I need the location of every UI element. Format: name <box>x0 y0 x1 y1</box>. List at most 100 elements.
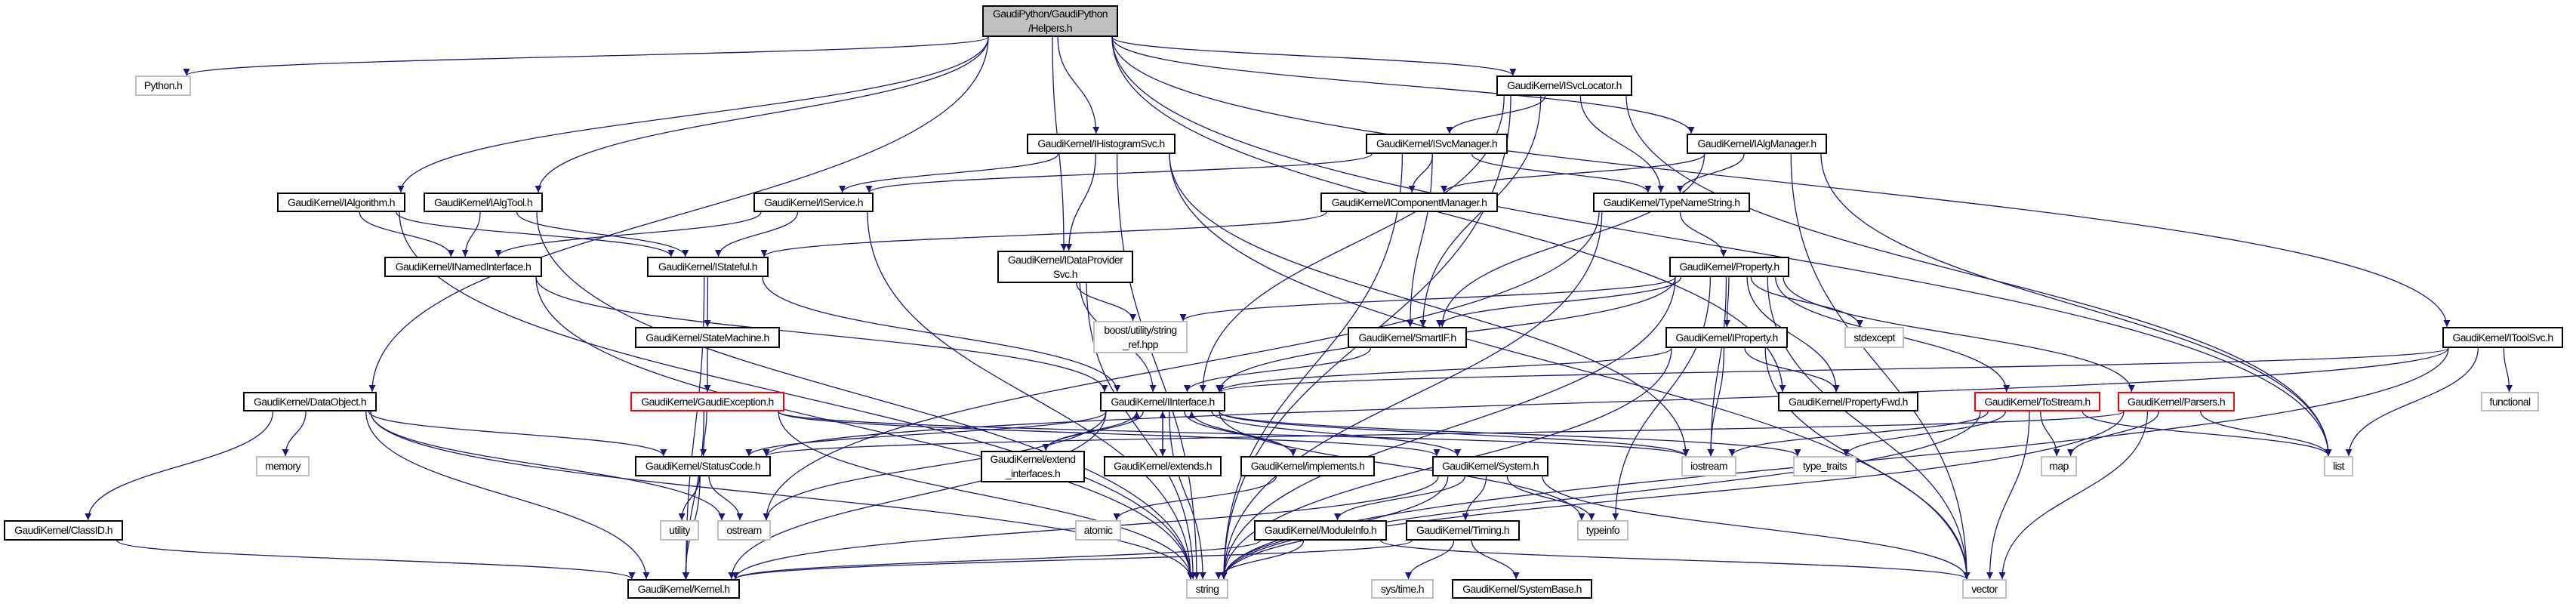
edge-iproperty-to-iostream <box>1707 347 1725 457</box>
edge-helpers-to-ihistogramsvc <box>1057 36 1100 134</box>
node-statemachine[interactable]: GaudiKernel/StateMachine.h <box>635 327 780 348</box>
node-propertyfwd[interactable]: GaudiKernel/PropertyFwd.h <box>1778 392 1918 411</box>
node-label: GaudiPython/GaudiPython <box>993 8 1108 20</box>
edge-iproperty-to-propertyfwd <box>1744 347 1840 393</box>
edge-itoolsvc-to-functional <box>2503 347 2513 393</box>
edge-tostream-to-list <box>2081 411 2332 457</box>
node-label: GaudiKernel/IToolSvc.h <box>2452 331 2553 344</box>
node-label: vector <box>1971 582 1998 595</box>
edge-timing-to-kernel <box>732 540 1413 580</box>
node-iproperty[interactable]: GaudiKernel/IProperty.h <box>1665 327 1788 348</box>
node-label: GaudiKernel/Timing.h <box>1416 524 1509 536</box>
node-dataobject[interactable]: GaudiKernel/DataObject.h <box>243 392 377 411</box>
edge-iinterface-to-ostream <box>763 411 1107 521</box>
node-itoolsvc[interactable]: GaudiKernel/IToolSvc.h <box>2442 327 2563 348</box>
node-property[interactable]: GaudiKernel/Property.h <box>1669 257 1789 277</box>
edge-isvcmanager-to-iservice <box>865 153 1373 193</box>
edge-isvcmanager-to-icomponentmanager <box>1408 153 1434 193</box>
node-label: GaudiKernel/Property.h <box>1679 260 1779 273</box>
edge-parsers-to-statuscode <box>763 411 2125 457</box>
node-icomponentmanager[interactable]: GaudiKernel/IComponentManager.h <box>1320 193 1498 212</box>
edge-isvclocator-to-isvcmanager <box>1446 95 1546 134</box>
edge-property-to-vector <box>1767 276 1971 580</box>
node-inamedinterface[interactable]: GaudiKernel/INamedInterface.h <box>384 257 542 277</box>
node-istateful[interactable]: GaudiKernel/IStateful.h <box>647 257 769 277</box>
node-typeinfo: typeinfo <box>1577 520 1628 541</box>
edge-isvcmanager-to-typenamestring <box>1471 153 1652 193</box>
node-iservice[interactable]: GaudiKernel/IService.h <box>753 193 874 212</box>
node-extends[interactable]: GaudiKernel/extends.h <box>1104 456 1222 476</box>
edge-ihistogramsvc-to-iservice <box>839 153 1058 193</box>
edge-iproperty-to-iinterface <box>1216 347 1672 393</box>
edge-system-to-moduleinfo <box>1334 476 1465 521</box>
node-ihistogramsvc[interactable]: GaudiKernel/IHistogramSvc.h <box>1027 134 1176 154</box>
node-timing[interactable]: GaudiKernel/Timing.h <box>1406 520 1520 541</box>
edge-ihistogramsvc-to-iostream <box>1169 153 1690 457</box>
node-moduleinfo[interactable]: GaudiKernel/ModuleInfo.h <box>1254 520 1387 541</box>
node-statuscode[interactable]: GaudiKernel/StatusCode.h <box>635 456 771 476</box>
node-ialgorithm[interactable]: GaudiKernel/IAlgorithm.h <box>277 193 405 212</box>
node-ialgmanager[interactable]: GaudiKernel/IAlgManager.h <box>1687 134 1827 154</box>
edge-gaudiexception-to-statuscode <box>700 411 707 457</box>
edge-statuscode-to-ostream <box>708 476 744 521</box>
node-iinterface[interactable]: GaudiKernel/IInterface.h <box>1100 392 1225 411</box>
edge-typenamestring-to-property <box>1679 211 1727 257</box>
node-list: list <box>2324 456 2353 476</box>
node-ialgtool[interactable]: GaudiKernel/IAlgTool.h <box>424 193 543 212</box>
node-kernel[interactable]: GaudiKernel/Kernel.h <box>627 579 740 599</box>
edge-isvcmanager-to-smartif <box>1407 153 1433 328</box>
edge-helpers-to-ialgmanager <box>1111 36 1695 134</box>
node-label: ostream <box>726 524 762 536</box>
edge-dataobject-to-statuscode <box>368 411 667 457</box>
node-systembase[interactable]: GaudiKernel/SystemBase.h <box>1452 579 1592 599</box>
node-label: GaudiKernel/extend <box>990 453 1077 465</box>
node-implements[interactable]: GaudiKernel/implements.h <box>1240 456 1375 476</box>
edge-ihistogramsvc-to-idataprovidersvc <box>1065 153 1097 251</box>
node-system[interactable]: GaudiKernel/System.h <box>1432 456 1548 476</box>
node-helpers[interactable]: GaudiPython/GaudiPython/Helpers.h <box>982 5 1118 37</box>
node-label: GaudiKernel/SystemBase.h <box>1462 582 1582 595</box>
edge-iinterface-to-system <box>1211 411 1462 457</box>
node-label: GaudiKernel/ClassID.h <box>14 524 112 536</box>
edge-property-to-typeinfo <box>1612 276 1712 521</box>
node-label: GaudiKernel/ISvcLocator.h <box>1507 79 1622 91</box>
node-isvclocator[interactable]: GaudiKernel/ISvcLocator.h <box>1496 76 1632 96</box>
node-extend_interfaces[interactable]: GaudiKernel/extend_interfaces.h <box>981 451 1085 482</box>
edge-helpers-to-propertyfwd <box>1111 36 1786 393</box>
edge-property-to-boost <box>1179 276 1676 322</box>
edge-helpers-to-ialgorithm <box>397 36 989 193</box>
node-parsers[interactable]: GaudiKernel/Parsers.h <box>2118 392 2235 411</box>
node-string: string <box>1186 579 1228 599</box>
edge-tostream-to-map <box>2040 411 2060 457</box>
node-label: GaudiKernel/IHistogramSvc.h <box>1037 137 1165 149</box>
edge-dataobject-to-string <box>370 411 1194 580</box>
node-classid[interactable]: GaudiKernel/ClassID.h <box>4 520 123 541</box>
node-smartif[interactable]: GaudiKernel/SmartIF.h <box>1348 327 1467 348</box>
edge-gaudiexception-to-kernel <box>683 411 704 580</box>
edge-moduleinfo-to-kernel <box>732 540 1261 580</box>
node-tostream[interactable]: GaudiKernel/ToStream.h <box>1974 392 2100 411</box>
node-label: Svc.h <box>1052 267 1078 280</box>
edge-system-to-timing <box>1462 476 1487 521</box>
edge-iinterface-to-type_traits <box>1219 411 1801 457</box>
node-label: stdexcept <box>1853 331 1895 344</box>
edge-timing-to-systime <box>1405 540 1455 580</box>
node-label: GaudiKernel/extends.h <box>1114 460 1212 472</box>
edge-moduleinfo-to-vector <box>1380 540 1971 580</box>
node-gaudiexception[interactable]: GaudiKernel/GaudiException.h <box>630 392 784 411</box>
edge-helpers-to-isvclocator <box>1111 36 1517 76</box>
edge-isvclocator-to-list <box>1625 95 2332 457</box>
node-vector: vector <box>1962 579 2007 599</box>
node-label: boost/utility/string <box>1104 323 1177 336</box>
edge-statuscode-to-utility <box>678 476 700 521</box>
edge-itoolsvc-to-iinterface <box>1218 347 2449 393</box>
node-typenamestring[interactable]: GaudiKernel/TypeNameString.h <box>1593 193 1750 212</box>
node-python: Python.h <box>135 76 191 96</box>
node-isvcmanager[interactable]: GaudiKernel/ISvcManager.h <box>1366 134 1508 154</box>
edge-isvclocator-to-typenamestring <box>1579 95 1665 193</box>
node-map: map <box>2041 456 2077 476</box>
node-label: GaudiKernel/StateMachine.h <box>646 331 769 344</box>
node-label: GaudiKernel/System.h <box>1441 460 1539 472</box>
edge-icomponentmanager-to-istateful <box>760 211 1327 257</box>
